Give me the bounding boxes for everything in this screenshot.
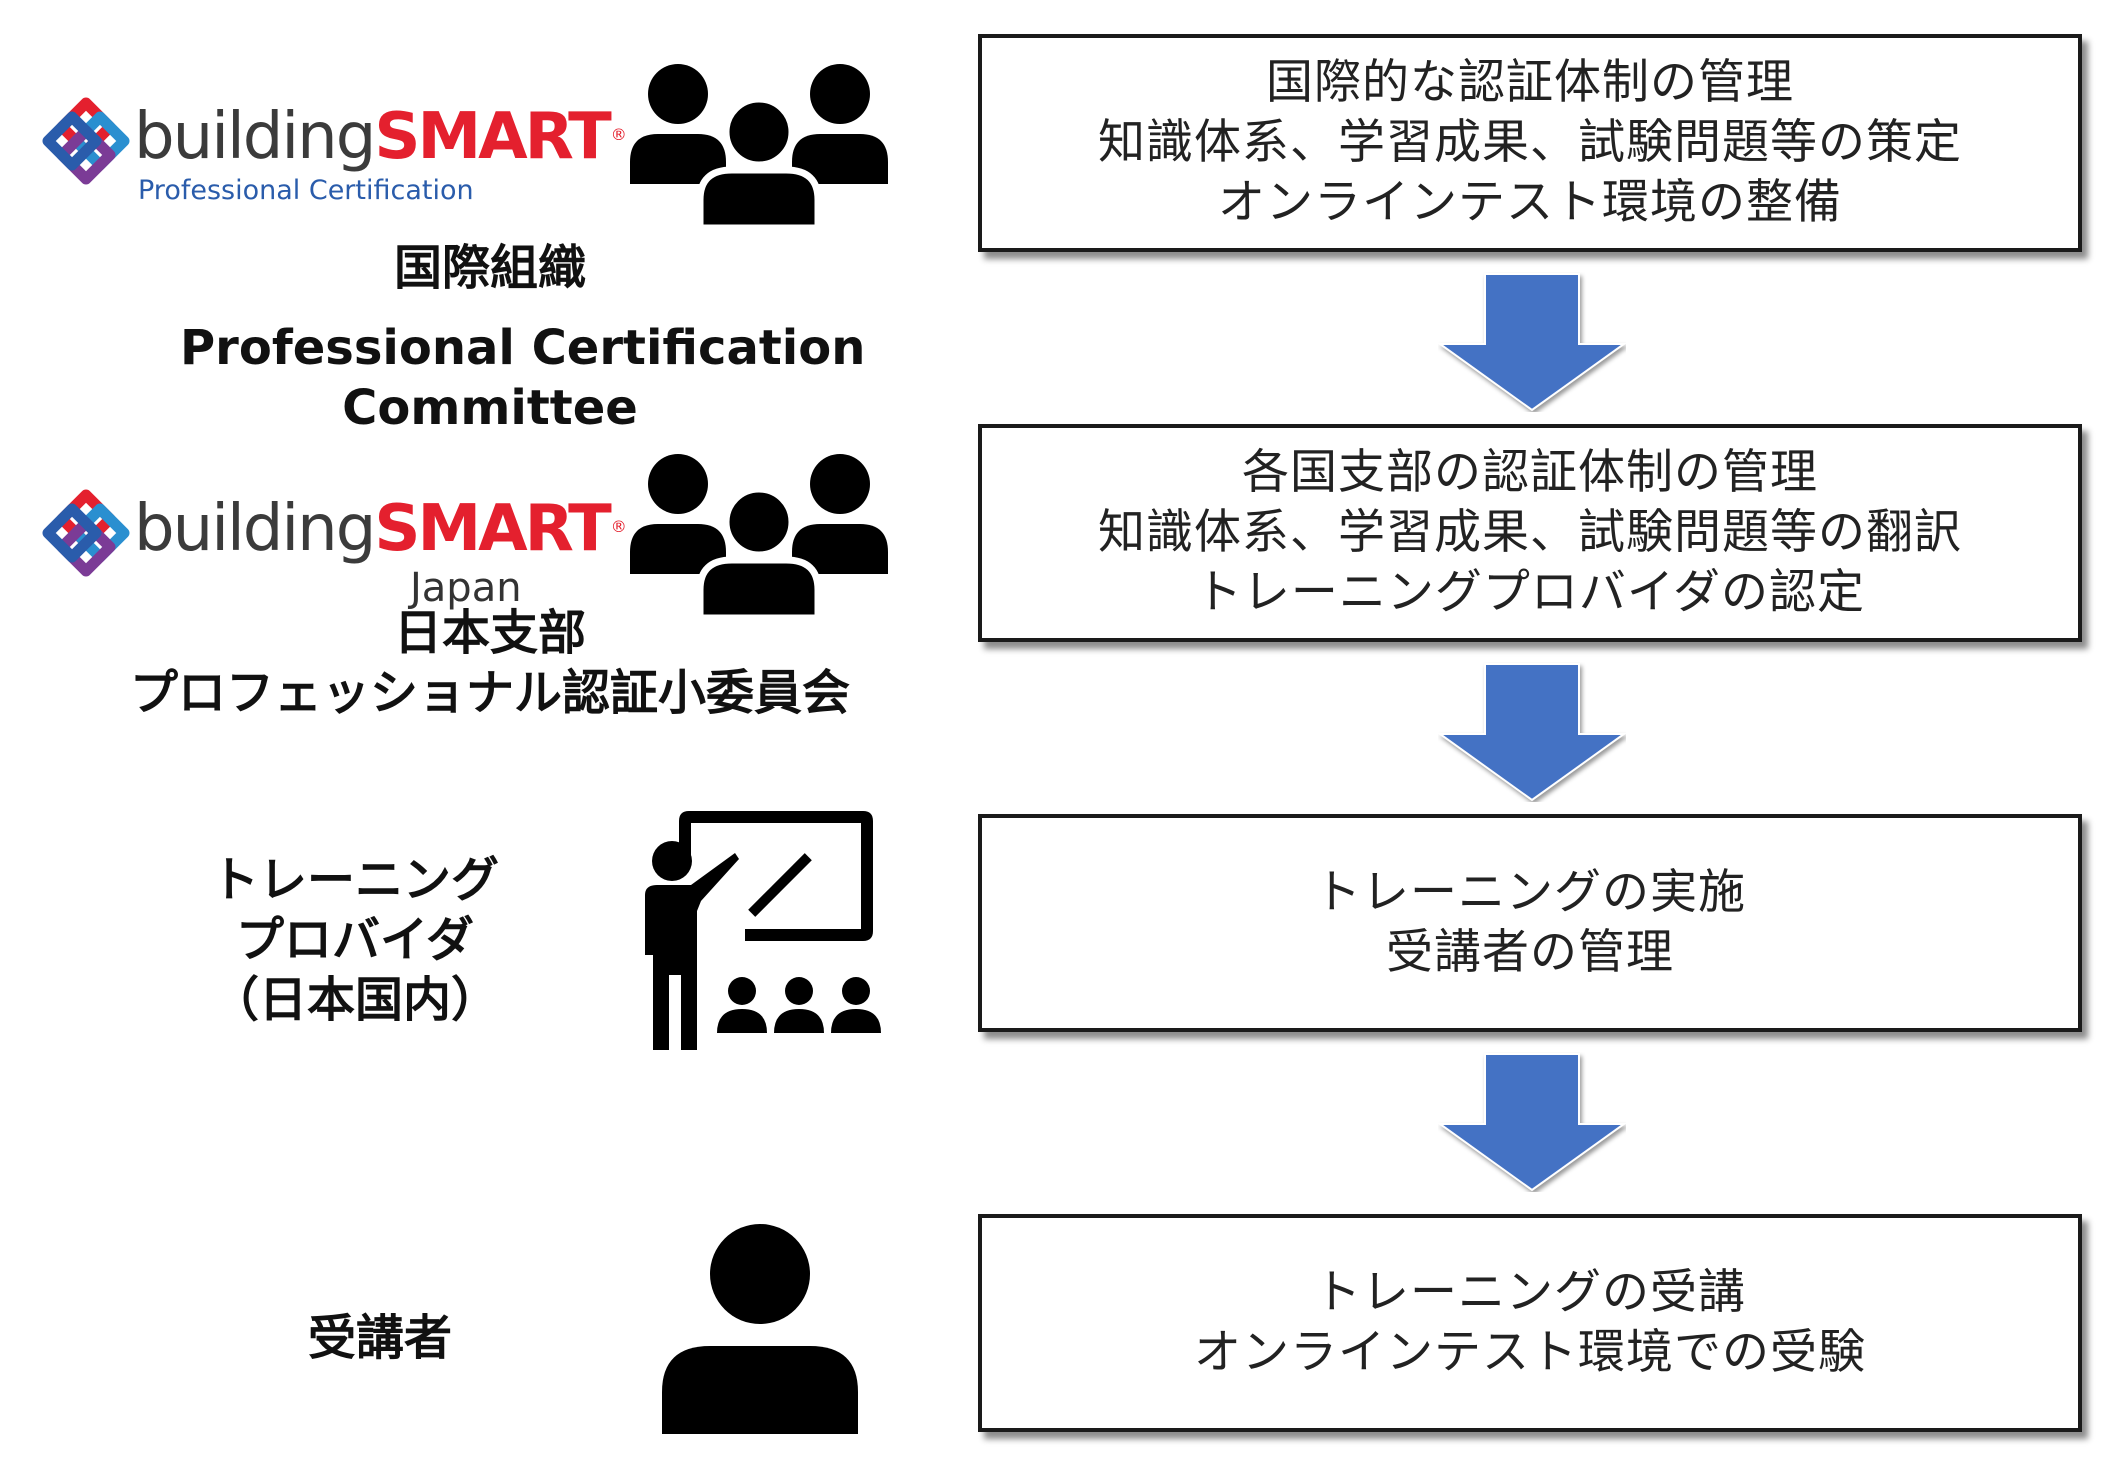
label-committee-line1: Professional Certification bbox=[180, 320, 866, 376]
logo-registered-mark: ® bbox=[610, 517, 627, 536]
label-committee-line2: Committee bbox=[342, 380, 638, 436]
process-box-provider: トレーニングの実施 受講者の管理 bbox=[978, 814, 2082, 1032]
box-text-line: トレーニングの実施 bbox=[1314, 865, 1746, 920]
logo-word-smart: SMART bbox=[374, 100, 611, 174]
box-text-line: 国際的な認証体制の管理 bbox=[1266, 55, 1794, 110]
logo-word-smart: SMART bbox=[374, 492, 611, 566]
logo-wordmark: buildingSMART® bbox=[134, 95, 627, 177]
buildingsmart-japan-logo: buildingSMART® Japan bbox=[40, 487, 627, 611]
logo-word-building: building bbox=[134, 492, 376, 566]
label-japan-branch-line2: プロフェッショナル認証小委員会 bbox=[129, 665, 850, 721]
box-text-line: トレーニングプロバイダの認定 bbox=[1194, 565, 1866, 620]
logo-registered-mark: ® bbox=[610, 125, 627, 144]
box-text-line: 各国支部の認証体制の管理 bbox=[1242, 445, 1818, 500]
label-international-org-jp: 国際組織 bbox=[393, 240, 586, 296]
box-text-line: 知識体系、学習成果、試験問題等の策定 bbox=[1098, 115, 1962, 170]
box-text-line: オンラインテスト環境での受験 bbox=[1194, 1325, 1866, 1380]
teacher-presentation-icon bbox=[645, 811, 881, 1050]
label-training-provider-line3: （日本国内） bbox=[210, 972, 499, 1028]
box-text-line: トレーニングの受講 bbox=[1314, 1265, 1746, 1320]
logo-subtitle-japan: Japan bbox=[410, 565, 522, 611]
group-icon bbox=[630, 64, 888, 228]
process-box-learner: トレーニングの受講 オンラインテスト環境での受験 bbox=[978, 1214, 2082, 1432]
buildingsmart-logo-icon bbox=[42, 97, 130, 185]
label-japan-branch: 日本支部 プロフェッショナル認証小委員会 bbox=[80, 603, 900, 723]
label-learner: 受講者 bbox=[270, 1308, 490, 1368]
logo-subtitle: Professional Certification bbox=[138, 175, 474, 206]
box-text-line: 受講者の管理 bbox=[1386, 925, 1674, 980]
box-text-line: 知識体系、学習成果、試験問題等の翻訳 bbox=[1098, 505, 1962, 560]
process-box-japan: 各国支部の認証体制の管理 知識体系、学習成果、試験問題等の翻訳 トレーニングプロ… bbox=[978, 424, 2082, 642]
label-training-provider: トレーニング プロバイダ （日本国内） bbox=[175, 850, 535, 1030]
process-box-international: 国際的な認証体制の管理 知識体系、学習成果、試験問題等の策定 オンラインテスト環… bbox=[978, 34, 2082, 252]
logo-wordmark: buildingSMART® bbox=[134, 487, 627, 569]
buildingsmart-professional-certification-logo: buildingSMART® Professional Certificatio… bbox=[40, 95, 627, 206]
down-arrow-icon bbox=[1438, 663, 1626, 802]
down-arrow-icon bbox=[1438, 1053, 1626, 1192]
label-japan-branch-line1: 日本支部 bbox=[393, 605, 586, 661]
label-learner-line1: 受講者 bbox=[307, 1310, 452, 1366]
box-text-line: オンラインテスト環境の整備 bbox=[1218, 175, 1842, 230]
logo-word-building: building bbox=[134, 100, 376, 174]
buildingsmart-logo-icon bbox=[42, 489, 130, 577]
group-icon bbox=[630, 454, 888, 618]
label-training-provider-line1: トレーニング bbox=[210, 852, 499, 908]
label-international-org: 国際組織 Professional Certification Committe… bbox=[180, 238, 866, 438]
down-arrow-icon bbox=[1438, 273, 1626, 412]
person-icon bbox=[662, 1224, 858, 1434]
label-training-provider-line2: プロバイダ bbox=[235, 912, 475, 968]
